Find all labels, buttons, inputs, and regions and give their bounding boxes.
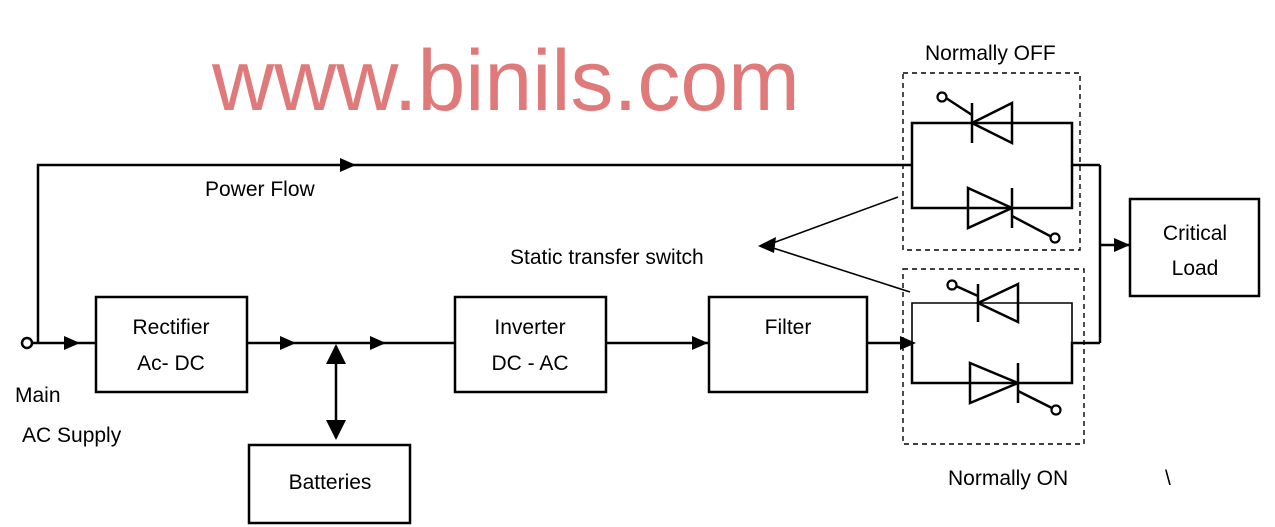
backslash-mark: \ (1165, 467, 1171, 490)
load-feed-arrow (1114, 238, 1130, 252)
static-transfer-switch-label: Static transfer switch (510, 246, 704, 269)
inverter-sublabel: DC - AC (491, 352, 568, 375)
sts-pointer-upper (769, 196, 899, 245)
rectifier-block (94, 295, 249, 394)
sts-pointer-arrow (758, 237, 776, 253)
bypass-arrow (340, 158, 356, 172)
normally-on-label: Normally ON (948, 467, 1068, 490)
supply-terminal-icon (20, 336, 34, 350)
bypass-line (36, 163, 912, 343)
on-lower-thyristor-icon (968, 361, 1022, 405)
sts-pointer-lower (769, 246, 911, 293)
on-upper-gate-terminal-icon (946, 279, 958, 291)
ac-arrow (692, 336, 708, 350)
normally-off-switch-box (902, 72, 1081, 251)
dc-bus-arrow-1 (280, 336, 296, 350)
normally-on-thyristors (910, 279, 1100, 416)
off-upper-gate-terminal-icon (936, 91, 948, 103)
normally-off-thyristors (910, 91, 1100, 244)
critical-load-block (1128, 197, 1261, 298)
off-upper-branch (910, 121, 1100, 167)
rectifier-sublabel: Ac- DC (137, 352, 205, 375)
inverter-block (453, 295, 608, 394)
critical-load-sublabel: Load (1172, 257, 1219, 280)
on-upper-branch (911, 302, 1073, 343)
main-label: Main (15, 384, 61, 407)
dc-bus-arrow-2 (370, 336, 386, 350)
filter-block (707, 295, 869, 394)
on-lower-branch (910, 341, 1100, 385)
input-arrow (64, 336, 80, 350)
off-lower-thyristor-icon (966, 186, 1016, 230)
watermark: www.binils.com (211, 33, 800, 129)
on-lower-gate-terminal-icon (1050, 404, 1062, 416)
filter-label: Filter (765, 316, 812, 339)
off-upper-gate (945, 96, 973, 117)
on-upper-thyristor-icon (975, 282, 1020, 324)
batteries-block (247, 443, 412, 525)
on-upper-gate (955, 284, 979, 298)
filter-output-arrow (900, 336, 916, 350)
critical-load-label: Critical (1163, 222, 1227, 245)
off-upper-thyristor-icon (969, 100, 1014, 146)
normally-off-label: Normally OFF (925, 42, 1056, 65)
ac-supply-label: AC Supply (22, 424, 122, 447)
on-lower-gate (1017, 389, 1053, 410)
rectifier-label: Rectifier (132, 316, 209, 339)
off-lower-gate-terminal-icon (1049, 232, 1061, 244)
normally-on-switch-box (902, 268, 1085, 445)
inverter-label: Inverter (494, 316, 565, 339)
batteries-label: Batteries (289, 471, 372, 494)
off-lower-branch (910, 165, 1074, 210)
off-lower-gate (1011, 214, 1051, 238)
power-flow-label: Power Flow (205, 178, 316, 201)
